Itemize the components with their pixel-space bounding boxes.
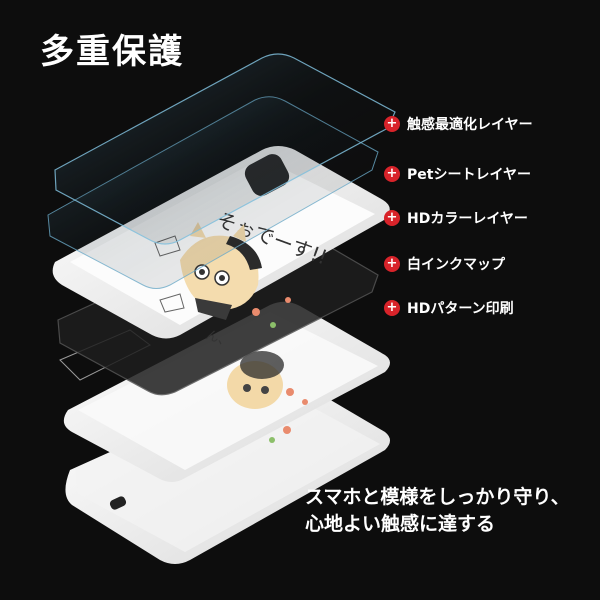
- layer-item: + 触感最適化レイヤー: [384, 114, 533, 134]
- layer-label: HDパターン印刷: [407, 301, 514, 317]
- plus-icon: +: [384, 116, 400, 132]
- layer-item: + 白インクマップ: [384, 254, 505, 274]
- tagline-line-2: 心地よい触感に達する: [305, 513, 496, 535]
- case-lower-middle: [59, 301, 390, 482]
- case-bottom: [65, 376, 391, 564]
- layer-item: + Petシートレイヤー: [384, 164, 531, 184]
- tagline-line-1: スマホと模様をしっかり守り、: [305, 486, 570, 508]
- layer-label: 触感最適化レイヤー: [407, 117, 533, 133]
- layer-label: Petシートレイヤー: [407, 167, 532, 183]
- plus-icon: +: [384, 300, 400, 316]
- layer-label: 白インクマップ: [407, 257, 505, 273]
- case-glass-top: [47, 53, 396, 289]
- tagline: スマホと模様をしっかり守り、 心地よい触感に達する: [305, 484, 570, 538]
- layer-item: + HDカラーレイヤー: [384, 208, 528, 228]
- layer-label: HDカラーレイヤー: [407, 211, 528, 227]
- page-title: 多重保護: [40, 32, 184, 72]
- character-print-lower: [227, 351, 284, 409]
- plus-icon: +: [384, 166, 400, 182]
- plus-icon: +: [384, 210, 400, 226]
- plus-icon: +: [384, 256, 400, 272]
- layer-item: + HDパターン印刷: [384, 298, 514, 318]
